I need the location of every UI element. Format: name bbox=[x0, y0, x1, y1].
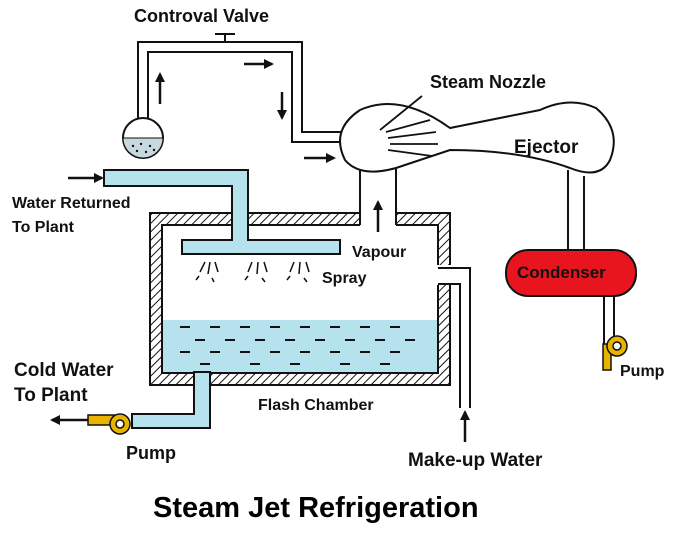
cold-water-pipe bbox=[131, 371, 211, 429]
label-water-returned-1: Water Returned bbox=[12, 195, 131, 212]
pump-condenser-icon bbox=[602, 335, 628, 371]
label-steam-nozzle: Steam Nozzle bbox=[430, 72, 546, 92]
label-makeup-water: Make-up Water bbox=[408, 450, 543, 471]
label-vapour: Vapour bbox=[352, 244, 406, 261]
label-condenser: Condenser bbox=[517, 263, 606, 282]
steam-nozzle-lines bbox=[379, 95, 438, 157]
control-valve-icon bbox=[215, 33, 235, 42]
ejector-body bbox=[339, 101, 615, 174]
boiler-flask-icon bbox=[122, 117, 164, 159]
label-spray: Spray bbox=[322, 270, 367, 287]
makeup-water-pipe bbox=[438, 267, 471, 408]
diagram-title: Steam Jet Refrigeration bbox=[153, 492, 479, 524]
label-ejector: Ejector bbox=[514, 137, 579, 158]
label-water-returned-2: To Plant bbox=[12, 219, 75, 236]
water-return-pipe bbox=[103, 169, 341, 255]
label-pump-cold: Pump bbox=[126, 443, 176, 463]
condenser-drain-pipe bbox=[603, 296, 615, 346]
steam-supply-pipe bbox=[137, 41, 360, 143]
ejector-condenser-pipe bbox=[567, 170, 585, 258]
label-flash-chamber: Flash Chamber bbox=[258, 397, 374, 414]
pump-cold-icon bbox=[87, 413, 131, 435]
label-pump-condenser: Pump bbox=[620, 363, 665, 380]
condenser-icon bbox=[505, 249, 637, 297]
water-pool bbox=[163, 320, 437, 372]
label-cold-water-1: Cold Water bbox=[14, 360, 114, 381]
label-cold-water-2: To Plant bbox=[14, 385, 88, 406]
spray-droplets bbox=[195, 261, 310, 283]
label-control-valve: Controval Valve bbox=[134, 6, 269, 26]
